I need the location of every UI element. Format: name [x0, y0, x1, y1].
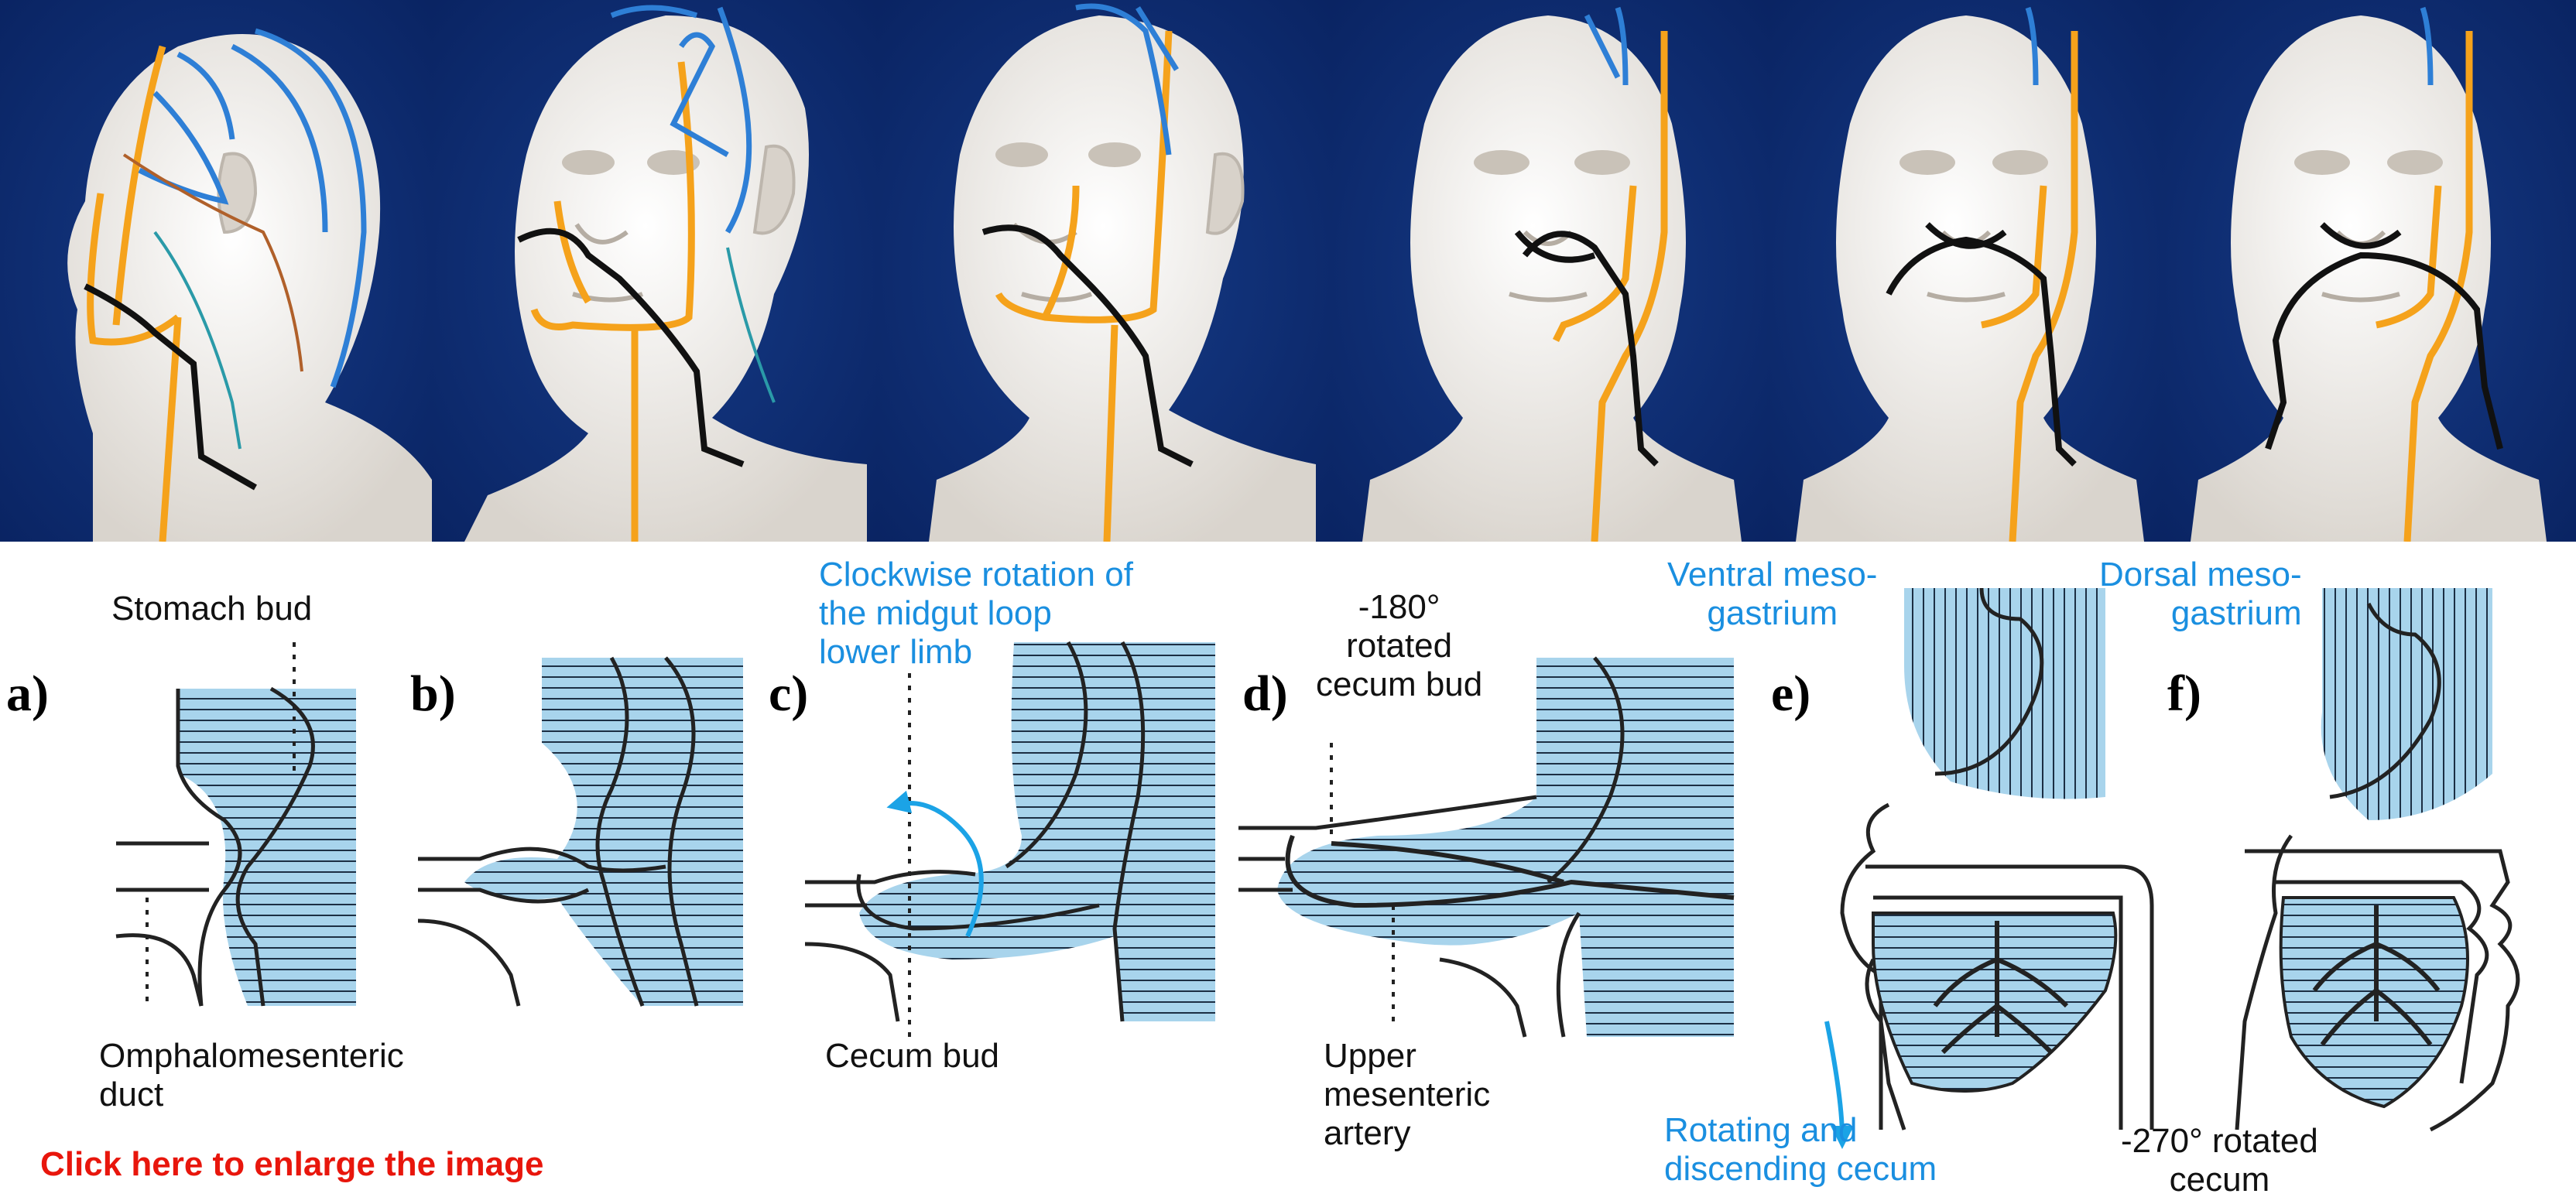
panel-letter-a: a) — [6, 665, 49, 722]
label-rotated-270-cecum: -270° rotated cecum — [2121, 1122, 2318, 1199]
panel-c-drawing — [804, 641, 1215, 1037]
photo-6 — [2163, 0, 2576, 542]
label-clockwise-rotation: Clockwise rotation of the midgut loop lo… — [819, 556, 1133, 671]
panel-letter-c: c) — [769, 665, 809, 722]
panel-b-drawing — [417, 656, 743, 1007]
label-rotated-180-cecum-bud: -180° rotated cecum bud — [1316, 588, 1483, 703]
label-cecum-bud: Cecum bud — [825, 1037, 1000, 1075]
bust-5 — [1796, 15, 2144, 542]
bust-4 — [1362, 15, 1742, 542]
ear-3 — [1205, 152, 1245, 235]
panel-letter-f: f) — [2167, 665, 2201, 722]
label-rotating-descending-cecum: Rotating and discending cecum — [1664, 1111, 1937, 1188]
panel-letter-d: d) — [1242, 665, 1288, 722]
photo-5 — [1769, 0, 2163, 542]
ear-2 — [752, 144, 796, 235]
embryology-diagram — [115, 587, 2520, 1149]
photo-strip — [0, 0, 2576, 542]
label-upper-mesenteric-artery: Upper mesenteric artery — [1324, 1037, 1491, 1152]
panel-a-drawing — [115, 642, 356, 1007]
panel-letter-b: b) — [410, 665, 456, 722]
panel-e-drawing — [1824, 587, 2154, 1149]
panel-d-drawing — [1238, 656, 1735, 1038]
photo-4 — [1331, 0, 1769, 542]
panel-letter-e: e) — [1771, 665, 1811, 722]
photo-3 — [878, 0, 1331, 542]
label-ventral-mesogastrium: Ventral meso- gastrium — [1667, 556, 1878, 632]
label-omphalomesenteric-duct: Omphalomesenteric duct — [99, 1037, 404, 1113]
photo-2 — [432, 0, 878, 542]
label-dorsal-mesogastrium: Dorsal meso- gastrium — [2099, 556, 2302, 632]
panel-f-drawing — [2235, 588, 2520, 1132]
label-stomach-bud: Stomach bud — [111, 590, 313, 628]
bust-1 — [67, 34, 432, 542]
enlarge-image-link[interactable]: Click here to enlarge the image — [40, 1145, 544, 1183]
photo-1 — [0, 0, 432, 542]
